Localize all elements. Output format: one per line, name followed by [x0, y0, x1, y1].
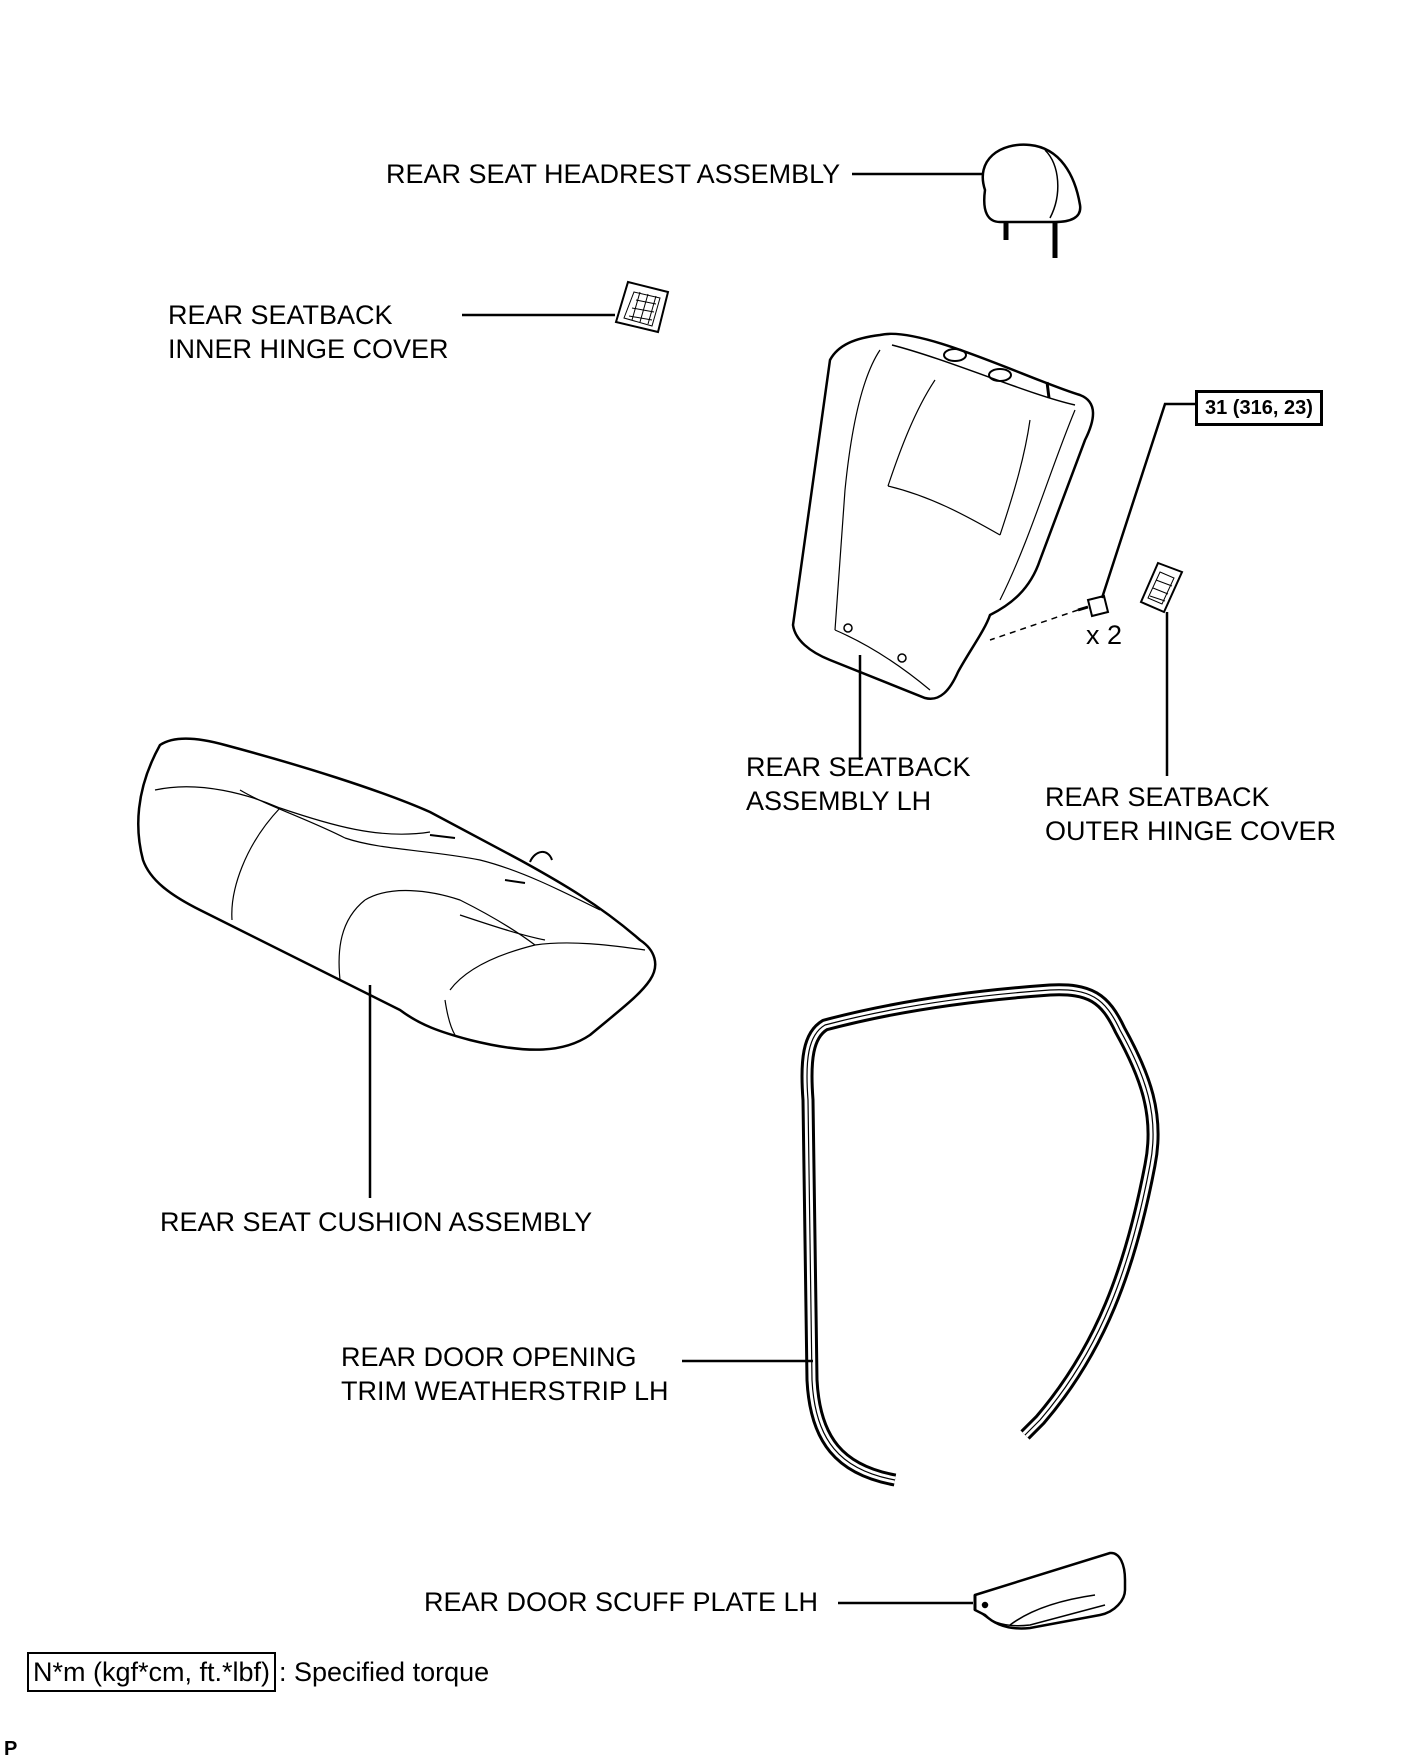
weatherstrip-illustration: [800, 983, 1160, 1487]
outer-hinge-cover-illustration: [1139, 561, 1184, 614]
cushion-illustration: [137, 737, 657, 1051]
scuff-plate-illustration: [973, 1551, 1127, 1630]
torque-legend-text: : Specified torque: [279, 1657, 490, 1687]
seatback-label-line2: ASSEMBLY LH: [746, 786, 932, 816]
outer-hinge-label-line2: OUTER HINGE COVER: [1045, 816, 1337, 846]
corner-mark: P: [4, 1738, 18, 1760]
torque-spec-box: 31 (316, 23): [1195, 390, 1323, 426]
seatback-illustration: [791, 332, 1095, 701]
headrest-label: REAR SEAT HEADREST ASSEMBLY: [386, 159, 841, 189]
torque-legend-box: N*m (kgf*cm, ft.*lbf): [27, 1652, 277, 1692]
weatherstrip-label-line1: REAR DOOR OPENING: [341, 1342, 637, 1372]
weatherstrip-label-line2: TRIM WEATHERSTRIP LH: [341, 1376, 669, 1406]
torque-leader-line: [1100, 402, 1195, 599]
scuff-plate-label: REAR DOOR SCUFF PLATE LH: [424, 1587, 819, 1617]
bolt-qty-label: x 2: [1086, 620, 1123, 650]
outer-hinge-label-line1: REAR SEATBACK: [1045, 782, 1270, 812]
headrest-illustration: [981, 143, 1082, 258]
inner-hinge-cover-illustration: [614, 280, 670, 334]
inner-hinge-label-line1: REAR SEATBACK: [168, 300, 393, 330]
inner-hinge-label-line2: INNER HINGE COVER: [168, 334, 449, 364]
seatback-label-line1: REAR SEATBACK: [746, 752, 971, 782]
bolt-illustration: [989, 594, 1110, 641]
cushion-label: REAR SEAT CUSHION ASSEMBLY: [160, 1207, 593, 1237]
